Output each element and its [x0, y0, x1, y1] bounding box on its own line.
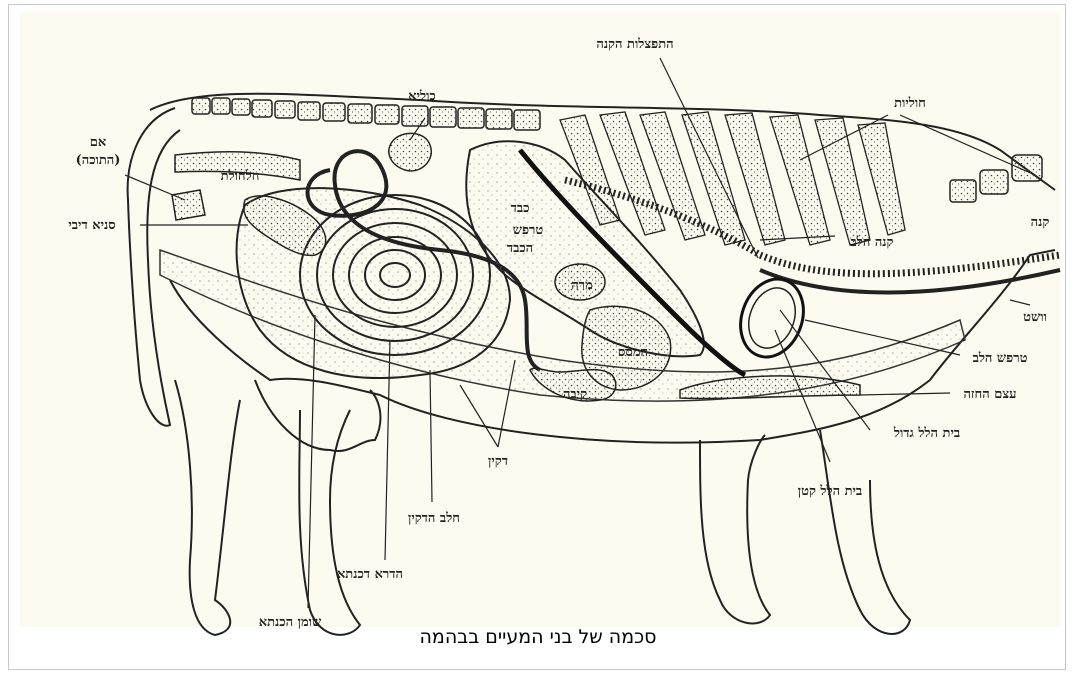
esophagus	[760, 270, 1060, 293]
label-large-hallel: בית הלל גדול	[893, 426, 960, 441]
label-liver: כבד	[511, 201, 530, 216]
label-rectum: חלחולת	[221, 169, 260, 184]
label-small-hallel: בית הלל קטן	[798, 484, 862, 499]
label-intestine-fat: חלב הדקין	[408, 511, 460, 526]
label-sania-divei: סניא דיבי	[68, 218, 115, 233]
label-abomasum: קיבה	[563, 387, 587, 402]
label-trachea: קנה	[1031, 215, 1050, 230]
cow-anatomy-diagram: התפצלות הקנה כוליא חוליות אם (התוכה) חלח…	[0, 0, 1076, 640]
label-heart-tube: קנה הלב	[850, 235, 893, 250]
label-pericardium: טרפש הלב	[973, 351, 1028, 366]
label-gallbladder: מרה	[571, 278, 593, 293]
label-omasum: המסס	[618, 345, 648, 360]
label-liver-membrane-2: הכבד	[507, 241, 533, 256]
label-anus-note: (התוכה)	[76, 153, 121, 168]
label-spiral-colon: הדרא דכנתא	[337, 567, 403, 582]
figure-caption: סכמה של בני המעיים בבהמה	[0, 626, 1076, 648]
anus-opening	[172, 190, 205, 220]
label-kidney: כוליא	[408, 89, 436, 104]
label-liver-membrane-1: טרפש	[513, 223, 544, 238]
label-sternum: עצם החזה	[963, 387, 1016, 402]
label-anus: אם	[90, 135, 106, 150]
legs	[175, 380, 910, 635]
label-vertebrae: חוליות	[894, 96, 926, 111]
label-tracheal-bifurcation: התפצלות הקנה	[596, 37, 673, 52]
label-small-intestine: דקין	[488, 454, 508, 469]
label-esophagus: וושט	[1023, 310, 1047, 325]
